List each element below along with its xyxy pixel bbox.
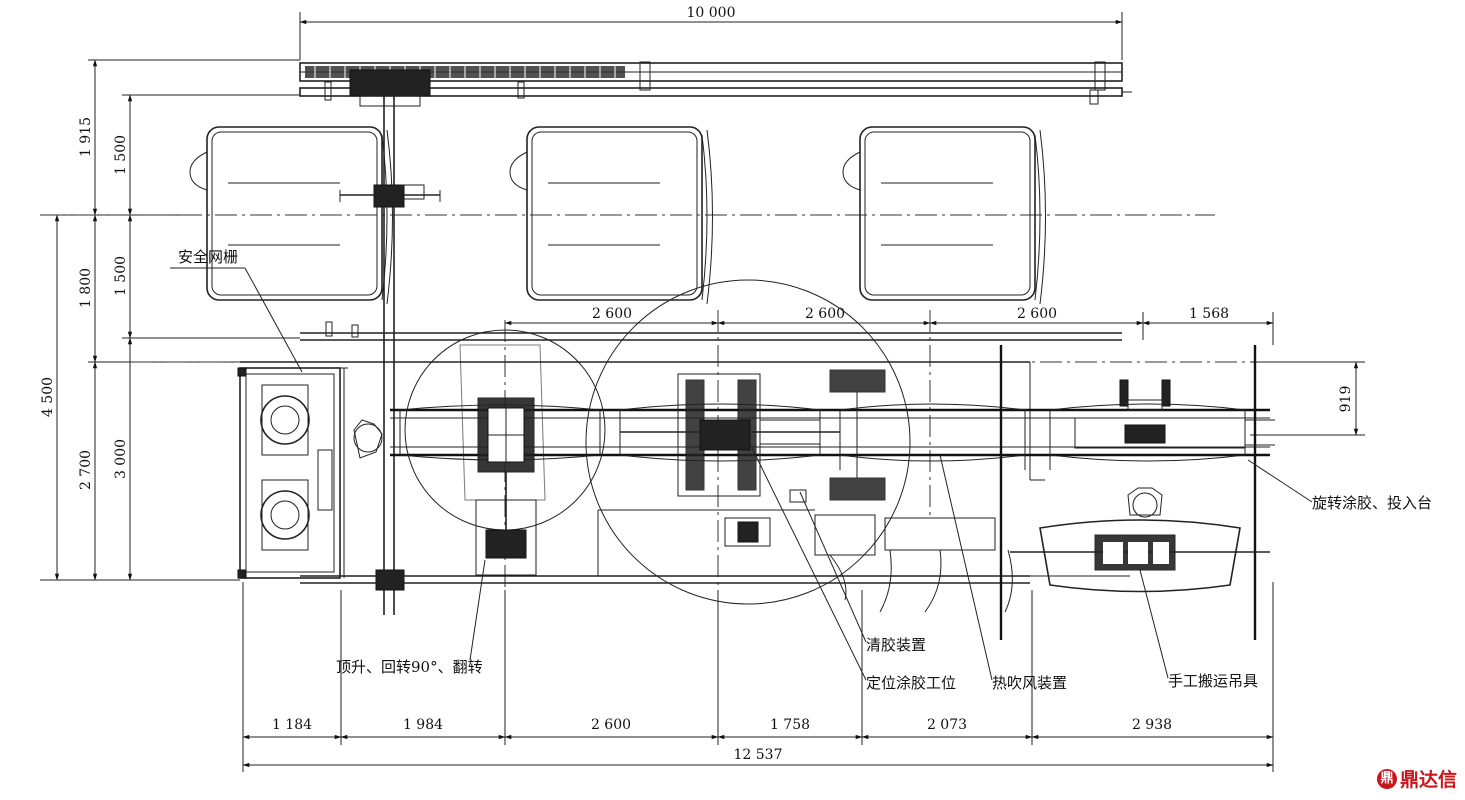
rotary-glue-input-station (1074, 345, 1275, 640)
brand-mark-icon: 鼎 (1376, 768, 1397, 789)
middle-rail (300, 321, 1122, 341)
hoist-column (339, 95, 441, 615)
svg-text:1 500: 1 500 (113, 256, 129, 296)
top-rail (299, 61, 1132, 107)
svg-text:1 758: 1 758 (770, 717, 810, 733)
svg-text:2 600: 2 600 (805, 306, 845, 322)
svg-text:2 600: 2 600 (592, 306, 632, 322)
dimension-mid-chain: 2 600 2 600 2 600 1 568 (504, 306, 1274, 345)
svg-text:10 000: 10 000 (687, 5, 736, 21)
watermark-logo: 鼎 鼎达信 (1376, 765, 1457, 792)
glue-cleaning-unit (814, 514, 876, 601)
svg-text:12 537: 12 537 (734, 747, 783, 763)
svg-text:1 568: 1 568 (1189, 306, 1229, 322)
svg-text:4 500: 4 500 (40, 377, 56, 417)
label-safety-fence: 安全网栅 (170, 248, 303, 373)
dimension-right-919: 919 (1250, 361, 1365, 436)
label-glue-cleaning: 清胶装置 (799, 491, 926, 654)
svg-text:1 915: 1 915 (78, 117, 94, 157)
dimension-bottom-chain: 1 184 1 984 2 600 1 758 2 073 2 938 12 5… (242, 582, 1274, 772)
seat-1 (189, 126, 393, 305)
label-positioning-gluing: 定位涂胶工位 (751, 447, 956, 692)
svg-text:1 184: 1 184 (272, 717, 312, 733)
seat-2 (509, 126, 713, 305)
svg-text:旋转涂胶、投入台: 旋转涂胶、投入台 (1312, 494, 1432, 512)
positioning-glue-station (585, 279, 911, 605)
safety-fence-cabinet (237, 367, 348, 579)
svg-text:1 984: 1 984 (403, 717, 443, 733)
label-hot-air: 热吹风装置 (939, 454, 1067, 692)
svg-text:清胶装置: 清胶装置 (866, 636, 926, 654)
manual-hoist (1010, 519, 1270, 593)
svg-text:3 000: 3 000 (113, 439, 129, 479)
svg-text:2 700: 2 700 (78, 450, 94, 490)
robot-left (353, 419, 383, 459)
brand-text: 鼎达信 (1399, 769, 1457, 791)
svg-text:1 800: 1 800 (78, 268, 94, 308)
lower-rails (240, 361, 1045, 584)
svg-text:顶升、回转90°、翻转: 顶升、回转90°、翻转 (336, 658, 483, 676)
svg-text:2 938: 2 938 (1132, 717, 1172, 733)
label-rotary-glue-input: 旋转涂胶、投入台 (1247, 459, 1432, 512)
svg-text:1 500: 1 500 (113, 135, 129, 175)
svg-text:热吹风装置: 热吹风装置 (992, 674, 1067, 692)
svg-text:2 600: 2 600 (591, 717, 631, 733)
dimension-top-total: 10 000 (299, 5, 1123, 60)
svg-text:2 073: 2 073 (927, 717, 967, 733)
seat-3 (842, 126, 1046, 305)
lift-rotate-station (404, 329, 606, 576)
svg-text:2 600: 2 600 (1017, 306, 1057, 322)
svg-text:安全网栅: 安全网栅 (178, 248, 238, 266)
label-manual-hoist: 手工搬运吊具 (1139, 569, 1258, 690)
label-lift-rotate: 顶升、回转90°、翻转 (336, 559, 486, 676)
svg-text:919: 919 (1338, 386, 1354, 413)
dimension-left-chain: 1 915 1 500 1 500 1 800 4 500 2 700 3 00… (40, 59, 300, 581)
svg-text:定位涂胶工位: 定位涂胶工位 (866, 674, 956, 692)
svg-text:手工搬运吊具: 手工搬运吊具 (1168, 672, 1258, 690)
hot-air-unit (879, 345, 1013, 640)
